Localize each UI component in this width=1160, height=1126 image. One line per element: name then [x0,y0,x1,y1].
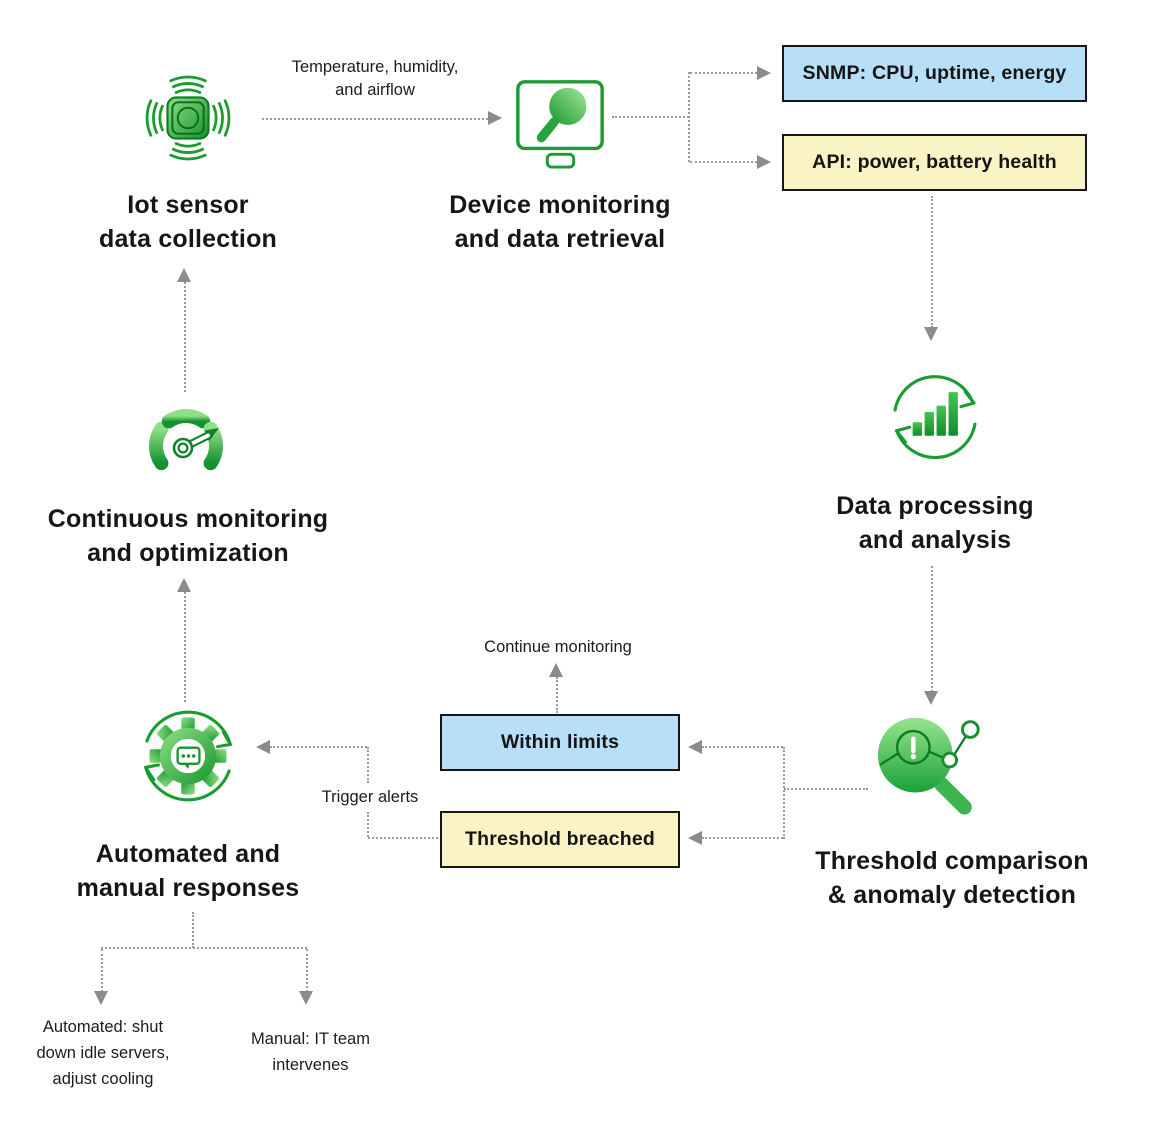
arrowhead-processing-to-threshold [924,691,938,705]
continue-monitoring-label: Continue monitoring [484,638,632,656]
automated-outcome-line3: adjust cooling [52,1070,154,1088]
api-box-label: API: power, battery health [812,151,1057,173]
connector-to-threshold-breached [702,837,783,839]
data-processing-label-line2: and analysis [858,526,1012,554]
snmp-box: SNMP: CPU, uptime, energy [782,45,1087,102]
connector-within-to-continue [556,677,558,713]
anomaly-magnifier-icon [877,717,980,815]
iot-sensor-label-line1: Iot sensor [127,191,249,219]
arrowhead-to-within-limits [688,740,702,754]
connector-threshold-split [783,747,785,839]
automated-outcome-line2: down idle servers, [36,1044,170,1062]
connector-outcome-split [101,947,307,949]
threshold-comparison-label-line2: & anomaly detection [827,881,1077,909]
manual-outcome-line1: Manual: IT team [251,1030,370,1048]
api-box: API: power, battery health [782,134,1087,191]
within-limits-box-label: Within limits [500,731,620,753]
connector-trigger-vert-upper [367,747,369,783]
gear-chat-cycle-icon [144,710,232,802]
arrowhead-trigger-to-gear [256,740,270,754]
threshold-comparison-label: Threshold comparison & anomaly detection [797,844,1107,912]
sensor-to-monitor-edge-label: Temperature, humidity, and airflow [265,56,485,102]
connector-sensor-to-monitor [262,118,488,120]
arrowhead-within-to-continue [549,663,563,677]
threshold-breached-box: Threshold breached [440,811,680,868]
continuous-monitoring-label: Continuous monitoring and optimization [18,502,358,570]
device-monitoring-label-line2: and data retrieval [454,225,666,253]
continuous-monitoring-label-line2: and optimization [87,539,289,567]
iot-sensor-label-line2: data collection [98,225,278,253]
arrowhead-to-automated-outcome [94,991,108,1005]
connector-to-api [690,161,757,163]
device-monitoring-label-line1: Device monitoring [449,191,671,219]
arrowhead-api-to-processing [924,327,938,341]
connector-to-manual-outcome [306,949,308,992]
connector-to-automated-outcome [101,949,103,992]
arrowhead-to-threshold-breached [688,831,702,845]
iot-sensor-label: Iot sensor data collection [38,188,338,256]
device-monitoring-label: Device monitoring and data retrieval [410,188,710,256]
arrowhead-to-snmp [757,66,771,80]
arrowhead-sensor-to-monitor [488,111,502,125]
connector-continuous-to-sensor [184,282,186,392]
gauge-icon [149,409,223,471]
arrowhead-continuous-to-sensor [177,268,191,282]
connector-monitor-split [688,72,690,162]
arrowhead-to-api [757,155,771,169]
connector-to-within-limits [702,746,783,748]
snmp-box-label: SNMP: CPU, uptime, energy [802,62,1067,84]
connector-responses-down [192,912,194,948]
data-processing-label-line1: Data processing [836,492,1034,520]
trigger-alerts-label: Trigger alerts [305,786,435,809]
arrowhead-to-manual-outcome [299,991,313,1005]
connector-threshold-out [784,788,868,790]
connector-monitor-out [612,116,689,118]
threshold-breached-box-label: Threshold breached [465,828,655,850]
continuous-monitoring-label-line1: Continuous monitoring [47,505,329,533]
connector-breached-out [368,837,438,839]
threshold-comparison-label-line1: Threshold comparison [815,847,1089,875]
automated-outcome-label: Automated: shut down idle servers, adjus… [3,1014,203,1092]
monitor-magnifier-icon [516,80,604,169]
sensor-to-monitor-edge-label-line1: Temperature, humidity, [291,58,459,76]
arrowhead-responses-to-continuous [177,578,191,592]
manual-outcome-line2: intervenes [272,1056,349,1074]
sensor-to-monitor-edge-label-line2: and airflow [335,81,415,99]
within-limits-box: Within limits [440,714,680,771]
chart-cycle-icon [893,375,977,460]
iot-sensor-icon [145,75,231,161]
connector-processing-to-threshold [931,566,933,692]
data-processing-label: Data processing and analysis [785,489,1085,557]
manual-outcome-label: Manual: IT team intervenes [213,1026,408,1078]
automated-responses-label: Automated and manual responses [38,837,338,905]
automated-outcome-line1: Automated: shut [42,1018,164,1036]
connector-api-to-processing [931,196,933,328]
automated-responses-label-line2: manual responses [76,874,300,902]
connector-trigger-to-gear [270,746,367,748]
connector-trigger-vert-lower [367,812,369,837]
connector-responses-to-continuous [184,592,186,702]
connector-to-snmp [690,72,757,74]
automated-responses-label-line1: Automated and [95,840,281,868]
